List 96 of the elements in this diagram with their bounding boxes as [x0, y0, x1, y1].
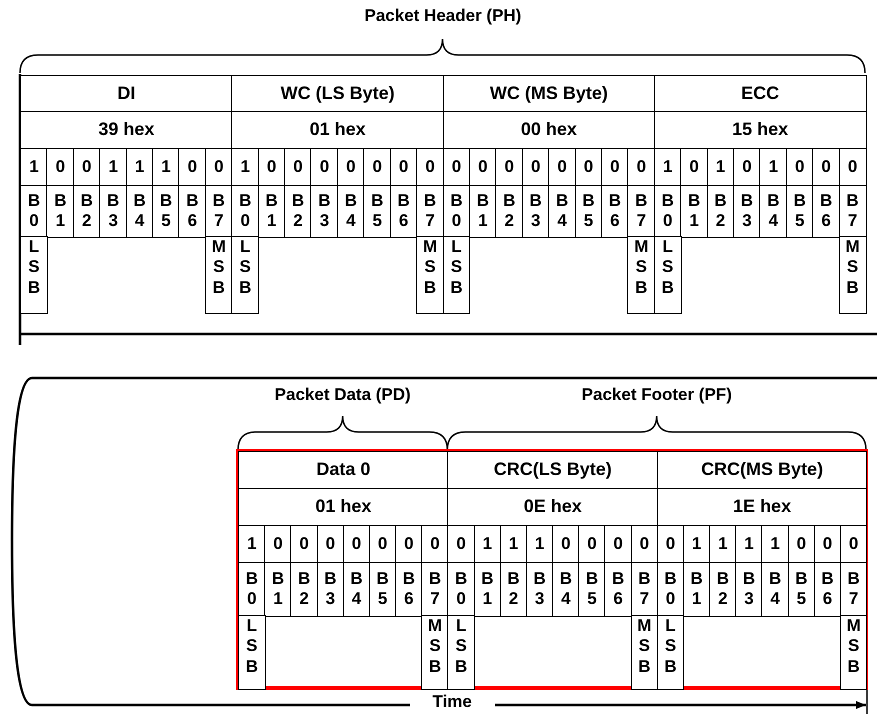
- bit-value: 0: [363, 148, 392, 186]
- bit-label: B 3: [522, 185, 550, 238]
- bit-label: B 5: [574, 185, 602, 238]
- bit-value: 0: [840, 525, 868, 564]
- bit-label: B 3: [316, 562, 344, 616]
- bit-label: B 7: [840, 562, 868, 616]
- lsb-marker: L S B: [447, 615, 475, 690]
- bit-label: B 7: [416, 185, 444, 238]
- bit-label: B 6: [604, 562, 632, 616]
- msb-marker: M S B: [840, 615, 868, 690]
- bit-value: 0: [548, 148, 576, 186]
- msb-marker: M S B: [204, 236, 233, 314]
- bit-value: 1: [759, 148, 788, 186]
- field-name: WC (LS Byte): [231, 75, 444, 112]
- bit-label: B 6: [814, 562, 842, 616]
- hex-value: 15 hex: [654, 111, 866, 150]
- bit-label: B 5: [578, 562, 606, 616]
- field-name: CRC(MS Byte): [656, 451, 868, 490]
- bit-label: B 6: [812, 185, 840, 238]
- bit-label: B 1: [474, 562, 502, 616]
- bit-label: B 7: [627, 185, 656, 238]
- bit-label: B 3: [310, 185, 338, 238]
- lsb-marker: L S B: [20, 236, 48, 314]
- bit-label: B 5: [368, 562, 396, 616]
- bit-value: 0: [178, 148, 206, 186]
- bit-label: B 3: [735, 562, 763, 616]
- bit-label: B 1: [258, 185, 286, 238]
- bit-label: B 3: [99, 185, 128, 238]
- hex-value: 01 hex: [238, 488, 449, 526]
- bit-value: 1: [761, 525, 789, 564]
- bit-label: B 2: [284, 185, 312, 238]
- bit-label: B 6: [395, 562, 423, 616]
- bit-label: B 1: [682, 562, 710, 616]
- msb-marker: M S B: [838, 236, 866, 314]
- bit-label: B 2: [290, 562, 318, 616]
- bit-label: B 6: [390, 185, 418, 238]
- bit-label: B 5: [152, 185, 180, 238]
- bit-label: B 3: [732, 185, 761, 238]
- lsb-marker: L S B: [231, 236, 260, 314]
- bit-label: B 2: [495, 185, 524, 238]
- bit-label: B 0: [447, 562, 475, 616]
- bit-label: B 4: [342, 562, 370, 616]
- bit-label: B 1: [680, 185, 708, 238]
- bit-label: B 4: [336, 185, 365, 238]
- bit-value: 0: [604, 525, 632, 564]
- bit-value: 0: [447, 525, 475, 564]
- bit-value: 0: [46, 148, 74, 186]
- bit-value: 0: [812, 148, 840, 186]
- field-name: CRC(LS Byte): [447, 451, 658, 490]
- bit-value: 0: [416, 148, 444, 186]
- msb-marker: M S B: [627, 236, 656, 314]
- bit-value: 1: [99, 148, 128, 186]
- lsb-marker: L S B: [656, 615, 684, 690]
- bit-value: 0: [627, 148, 656, 186]
- bit-value: 0: [838, 148, 866, 186]
- hex-value: 0E hex: [447, 488, 658, 526]
- bit-label: B 1: [46, 185, 74, 238]
- bit-value: 0: [290, 525, 318, 564]
- bit-value: 1: [231, 148, 260, 186]
- bit-label: B 4: [552, 562, 580, 616]
- bit-value: 0: [495, 148, 524, 186]
- bit-label: B 5: [786, 185, 814, 238]
- bit-label: B 4: [126, 185, 154, 238]
- bit-label: B 4: [761, 562, 789, 616]
- lsb-marker: L S B: [442, 236, 470, 314]
- brace-title: Packet Footer (PF): [580, 385, 734, 405]
- bit-label: B 2: [500, 562, 528, 616]
- bit-label: B 5: [788, 562, 816, 616]
- field-name: ECC: [654, 75, 866, 112]
- brace-title: Packet Header (PH): [362, 6, 524, 26]
- bit-label: B 1: [264, 562, 292, 616]
- msb-marker: M S B: [421, 615, 449, 690]
- bit-label: B 2: [709, 562, 737, 616]
- bit-label: B 0: [231, 185, 260, 238]
- field-name: DI: [20, 75, 233, 112]
- lsb-marker: L S B: [238, 615, 266, 690]
- field-name: Data 0: [238, 451, 449, 490]
- bit-label: B 2: [706, 185, 734, 238]
- lsb-marker: L S B: [654, 236, 682, 314]
- bit-label: B 4: [759, 185, 788, 238]
- hex-value: 39 hex: [20, 111, 233, 150]
- bit-label: B 1: [468, 185, 497, 238]
- bit-label: B 6: [600, 185, 629, 238]
- bit-label: B 4: [548, 185, 576, 238]
- msb-marker: M S B: [416, 236, 444, 314]
- hex-value: 01 hex: [231, 111, 444, 150]
- bit-value: 0: [680, 148, 708, 186]
- bit-label: B 2: [72, 185, 101, 238]
- bit-value: 0: [310, 148, 338, 186]
- brace-title: Packet Data (PD): [272, 385, 413, 405]
- msb-marker: M S B: [630, 615, 658, 690]
- bit-label: B 5: [363, 185, 392, 238]
- bit-label: B 3: [526, 562, 554, 616]
- bit-label: B 7: [838, 185, 866, 238]
- hex-value: 1E hex: [656, 488, 868, 526]
- bit-label: B 6: [178, 185, 206, 238]
